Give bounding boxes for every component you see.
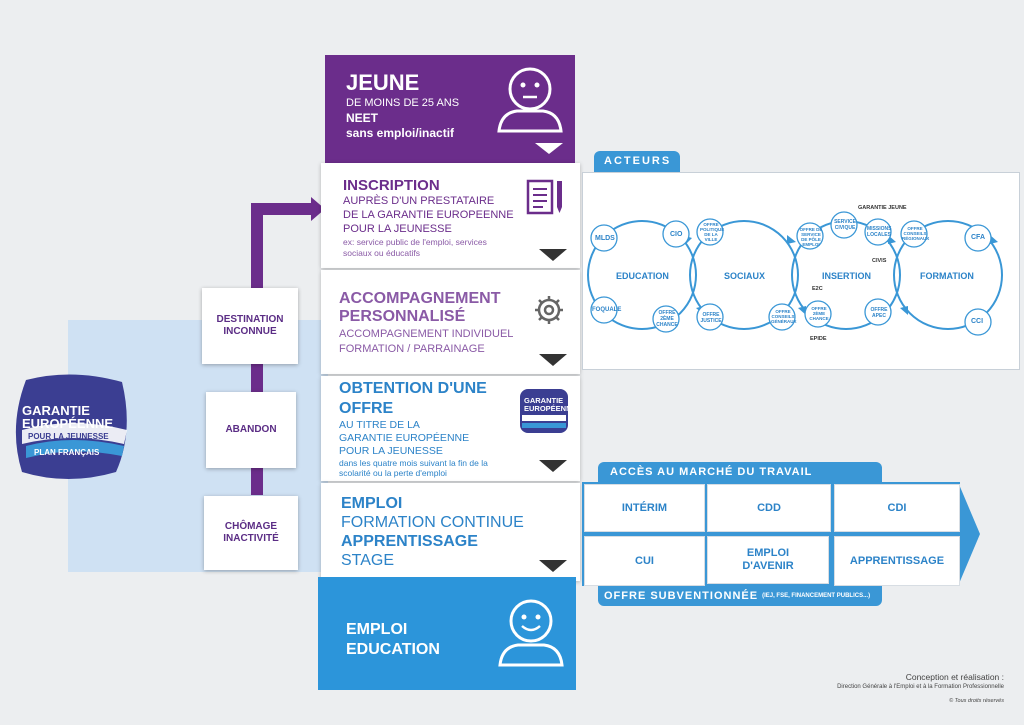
jeune-line2: NEET: [346, 111, 379, 125]
job-apprentissage: APPRENTISSAGE: [834, 536, 960, 586]
small-logo-icon: GARANTIE EUROPÉENNE: [520, 389, 577, 433]
node-cci: CCI: [971, 318, 984, 325]
inscription-title: INSCRIPTION: [343, 177, 440, 194]
step-inscription: INSCRIPTION AUPRÈS D'UN PRESTATAIRE DE L…: [321, 163, 580, 268]
abandon-box: ABANDON: [206, 392, 296, 468]
document-pen-icon: [526, 179, 562, 215]
node-offre-2c2: OFFRE 2ÈME CHANCE: [809, 306, 829, 321]
inscription-line2: DE LA GARANTIE EUROPEENNE: [343, 209, 514, 221]
tag-e2c: E2C: [812, 286, 823, 292]
credits-line1: Conception et réalisation :: [905, 672, 1004, 682]
person-smile-icon: [498, 599, 564, 667]
offre-sub-bar: OFFRE SUBVENTIONNÉE (IEJ, FSE, FINANCEME…: [598, 586, 882, 606]
step-emploi: EMPLOI FORMATION CONTINUE APPRENTISSAGE …: [321, 483, 580, 581]
step-obtention: OBTENTION D'UNE OFFRE AU TITRE DE LA GAR…: [321, 376, 580, 481]
garantie-logo: GARANTIE EUROPÉENNE POUR LA JEUNESSE PLA…: [12, 372, 130, 482]
acteurs-label: ACTEURS: [604, 155, 672, 167]
inscription-line3: POUR LA JEUNESSE: [343, 223, 452, 235]
node-service-civique: SERVICE CIVIQUE: [834, 219, 856, 231]
node-cfa: CFA: [971, 234, 985, 241]
marche-arrowhead: [958, 482, 980, 586]
node-offre-conseils-reg: OFFRE CONSEILS RÉGIONAUX: [902, 226, 930, 241]
jeune-title: JEUNE: [346, 70, 420, 95]
logo-line3: POUR LA JEUNESSE: [28, 432, 109, 441]
job-interim: INTÉRIM: [584, 484, 705, 532]
job-cui: CUI: [584, 536, 705, 586]
credits: Conception et réalisation : Direction Gé…: [837, 672, 1004, 704]
small-logo-text1: GARANTIE: [524, 396, 564, 405]
tag-civis: CIVIS: [872, 258, 887, 264]
circle-insertion: INSERTION: [822, 271, 872, 281]
acteurs-tab: [594, 151, 680, 173]
emploi-line3: APPRENTISSAGE: [341, 533, 478, 550]
node-offre-apec: OFFRE APEC: [870, 307, 888, 319]
accompagnement-title2: PERSONNALISÉ: [339, 308, 466, 325]
person-neutral-icon: [497, 67, 563, 133]
acteurs-diagram: [587, 211, 1003, 336]
obtention-note: dans les quatre mois suivant la fin de l…: [339, 458, 488, 478]
jeune-line3: sans emploi/inactif: [346, 126, 455, 140]
logo-line4: PLAN FRANÇAIS: [34, 448, 100, 457]
obtention-line2: GARANTIE EUROPÉENNE: [339, 432, 470, 444]
emploi-line4: STAGE: [341, 552, 395, 569]
inscription-note: ex: service public de l'emploi, services…: [343, 237, 487, 258]
logo-line1: GARANTIE: [22, 403, 90, 418]
emploi-arrow: [539, 560, 567, 572]
job-cdi: CDI: [834, 484, 960, 532]
emploi-line1: EMPLOI: [341, 495, 403, 512]
inscription-arrow: [539, 249, 567, 261]
obtention-line1: AU TITRE DE LA: [339, 419, 420, 431]
obtention-title2: OFFRE: [339, 400, 394, 417]
obtention-arrow: [539, 460, 567, 472]
gear-icon: [535, 296, 563, 324]
jeune-arrow: [535, 143, 563, 154]
node-foquale: FOQUALE: [592, 307, 622, 313]
accompagnement-line1: ACCOMPAGNEMENT INDIVIDUEL: [339, 328, 514, 340]
node-missions-locales: MISSIONS LOCALES: [867, 226, 892, 238]
accompagnement-arrow: [539, 354, 567, 366]
tag-garantie: GARANTIE JEUNE: [858, 205, 907, 211]
marche-label-bar: ACCÈS AU MARCHÉ DU TRAVAIL: [598, 462, 882, 482]
marche-label: ACCÈS AU MARCHÉ DU TRAVAIL: [610, 466, 813, 478]
acteurs-panel: [582, 172, 1020, 370]
credits-line3: © Tous droits réservés: [949, 698, 1004, 704]
circle-sociaux: SOCIAUX: [724, 271, 766, 281]
inscription-line1: AUPRÈS D'UN PRESTATAIRE: [343, 195, 495, 207]
node-offre2c: OFFRE 2ÈME CHANCE: [656, 310, 678, 328]
node-offre-spe: OFFRE DE SERVICE DE PÔLE EMPLOI: [799, 227, 823, 247]
step-accompagnement: ACCOMPAGNEMENT PERSONNALISÉ ACCOMPAGNEME…: [321, 270, 580, 374]
node-offre-justice: OFFRE JUSTICE: [700, 312, 722, 324]
destination-inconnue-box: DESTINATION INCONNUE: [202, 288, 298, 364]
tag-epide: EPIDE: [810, 336, 827, 342]
outcome-box: EMPLOI EDUCATION: [318, 577, 576, 690]
job-cdd: CDD: [707, 484, 831, 532]
outcome-line2: EDUCATION: [346, 641, 440, 658]
emploi-line2: FORMATION CONTINUE: [341, 514, 524, 531]
accompagnement-title1: ACCOMPAGNEMENT: [339, 290, 501, 307]
obtention-title1: OBTENTION D'UNE: [339, 380, 487, 397]
chomage-box: CHÔMAGE INACTIVITÉ: [204, 496, 298, 570]
offre-sub-label: OFFRE SUBVENTIONNÉE: [604, 590, 759, 602]
jeune-box: JEUNE DE MOINS DE 25 ANS NEET sans emplo…: [325, 55, 575, 163]
node-offre-conseils: OFFRE CONSEILS GÉNÉRAUX: [771, 309, 797, 324]
job-emploi-avenir: EMPLOI D'AVENIR: [707, 536, 829, 584]
circle-education: EDUCATION: [616, 271, 669, 281]
outcome-line1: EMPLOI: [346, 621, 408, 638]
small-logo-text2: EUROPÉENNE: [524, 404, 577, 413]
acteurs-labels: EDUCATION SOCIAUX INSERTION FORMATION ML…: [582, 172, 1018, 368]
node-offre-ville: OFFRE POLITIQUE DE LA VILLE: [700, 222, 725, 242]
node-mlds: MLDS: [595, 235, 615, 242]
circle-formation: FORMATION: [920, 271, 974, 281]
credits-line2: Direction Générale à l'Emploi et à la Fo…: [837, 684, 1004, 690]
accompagnement-line2: FORMATION / PARRAINAGE: [339, 343, 485, 355]
jeune-line1: DE MOINS DE 25 ANS: [346, 97, 460, 109]
logo-line2: EUROPÉENNE: [22, 416, 114, 431]
offre-sub-note: (IEJ, FSE, FINANCEMENT PUBLICS...): [762, 593, 871, 599]
obtention-line3: POUR LA JEUNESSE: [339, 445, 443, 457]
node-cio: CIO: [670, 231, 683, 238]
